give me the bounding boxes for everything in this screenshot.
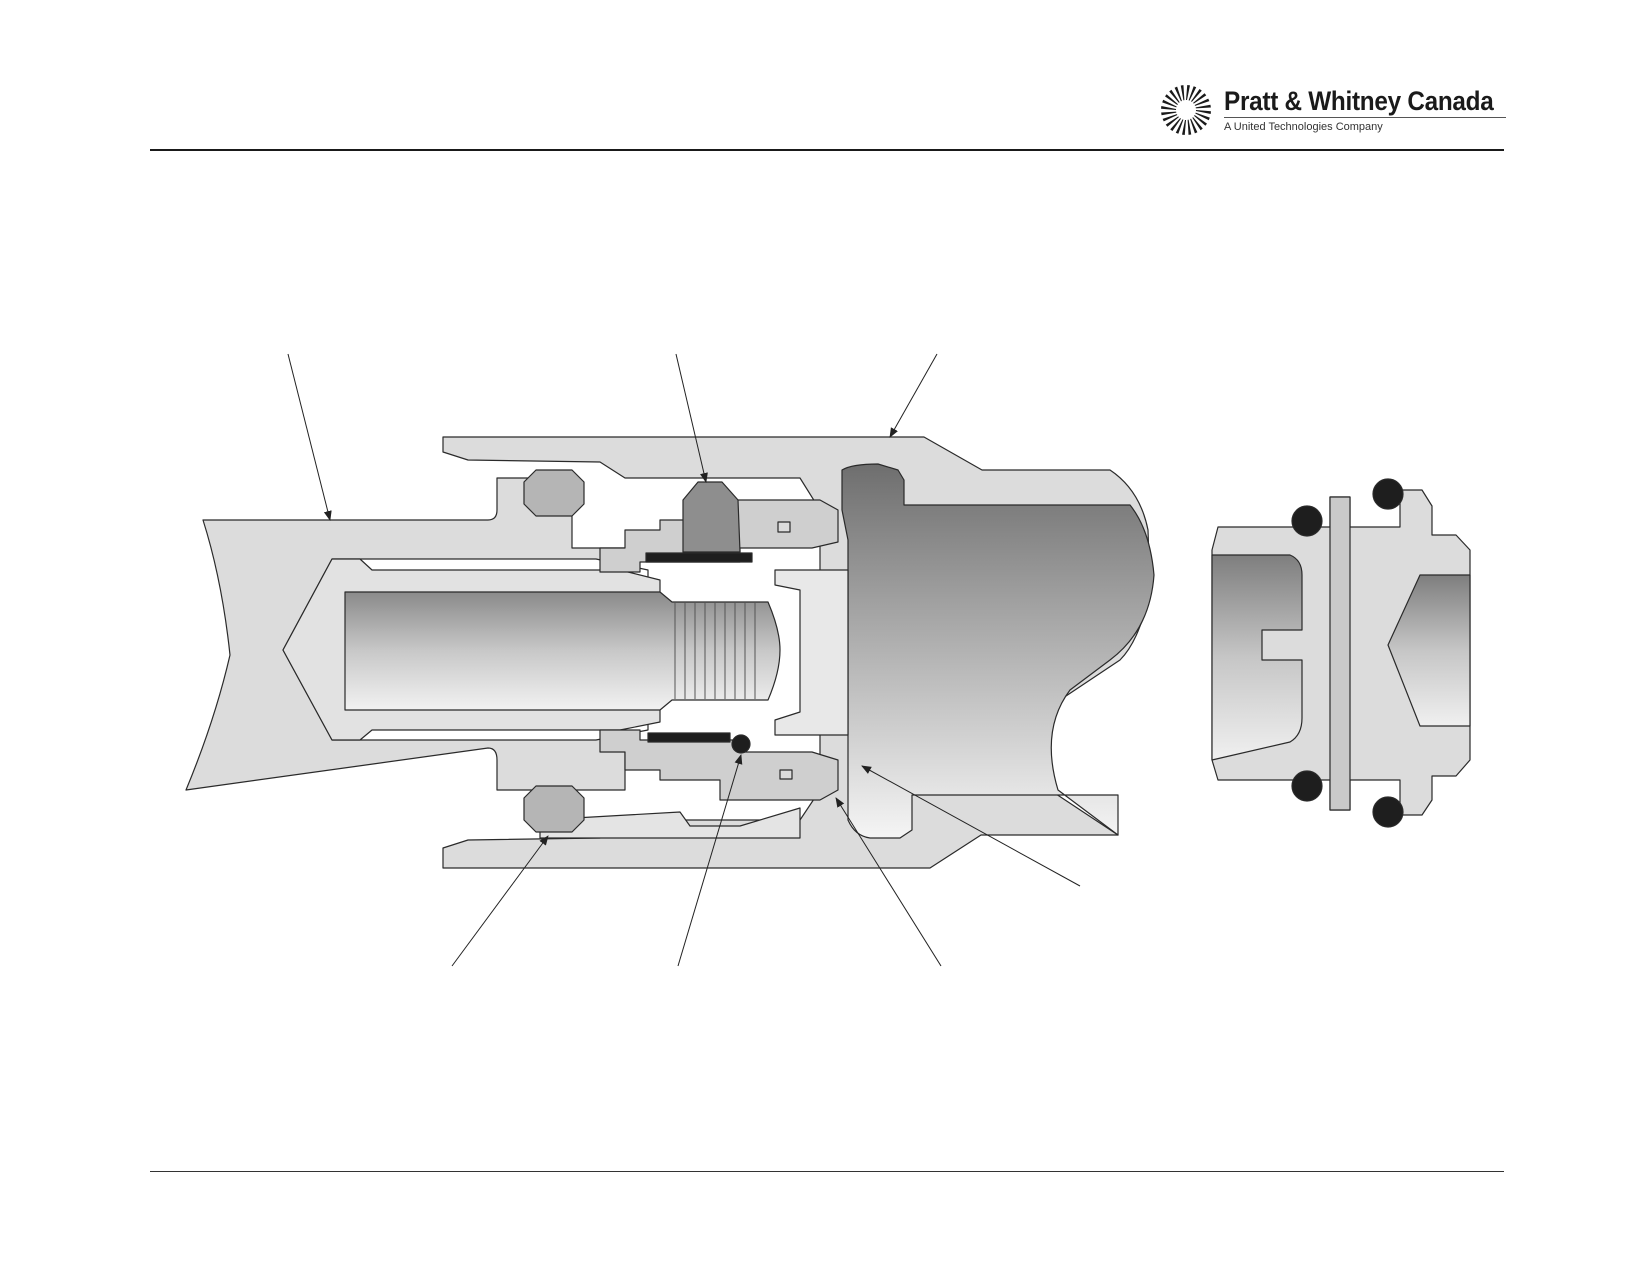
nozzle-collar: [774, 569, 849, 736]
logo-ray: [1195, 110, 1211, 114]
logo-ray: [1186, 85, 1190, 101]
logo-ray: [1191, 89, 1202, 102]
fitting-o-ring-bottom-right: [1372, 796, 1404, 828]
fitting-center-rib: [1329, 496, 1351, 811]
logo-ray: [1174, 86, 1182, 102]
outer-sleeve-lower: [539, 807, 801, 839]
logo-ray: [1170, 118, 1181, 131]
brand-logo: Pratt & Whitney Canada A United Technolo…: [1160, 84, 1506, 140]
upper-shim: [645, 552, 753, 563]
leader-line-packing: [451, 835, 549, 967]
logo-ray: [1190, 118, 1198, 134]
leader-lines: [287, 353, 1081, 967]
leader-line-housing: [889, 353, 938, 438]
nozzle-body: [841, 463, 1155, 839]
brand-name: Pratt & Whitney Canada: [1224, 86, 1494, 116]
clip-notch-upper: [777, 521, 791, 533]
fitting-o-ring-bottom-left: [1291, 770, 1323, 802]
logo-ray: [1187, 119, 1192, 135]
leader-line-clip: [835, 797, 942, 967]
logo-ray: [1195, 104, 1211, 109]
lower-packing-seal: [523, 785, 585, 833]
logo-ray: [1162, 114, 1178, 122]
logo-ray: [1180, 85, 1185, 101]
logo-ray: [1194, 115, 1207, 126]
logo-ray: [1192, 117, 1203, 131]
logo-ray: [1165, 116, 1179, 127]
fitting-outlet-cone: [1387, 574, 1471, 727]
leader-line-o-ring: [677, 754, 743, 967]
logo-ray: [1169, 89, 1180, 103]
fitting-o-ring-top-right: [1372, 478, 1404, 510]
logo-ray: [1165, 94, 1178, 105]
logo-ray: [1161, 106, 1177, 110]
logo-ray: [1162, 99, 1177, 108]
logo-ray: [1194, 98, 1210, 106]
logo-ray: [1193, 93, 1207, 104]
leader-line-nozzle: [861, 765, 1081, 887]
leader-line-tube: [287, 353, 332, 521]
logo-ray: [1175, 119, 1184, 134]
locking-key: [682, 481, 741, 553]
fitting-o-ring-top-left: [1291, 505, 1323, 537]
clip-notch-lower: [779, 769, 793, 780]
leader-line-key: [675, 353, 708, 483]
lower-shim: [647, 732, 731, 743]
header-rule: [150, 149, 1504, 151]
logo-ray: [1182, 119, 1186, 135]
bore-passage: [344, 591, 781, 711]
threaded-section: [674, 603, 756, 699]
footer-rule: [150, 1171, 1504, 1172]
logo-ray: [1188, 86, 1197, 101]
brand-divider: [1224, 117, 1506, 118]
upper-packing-seal: [523, 469, 585, 517]
fitting-cavity: [1211, 554, 1303, 761]
turbine-sunburst-icon: [1161, 85, 1211, 135]
logo-ray: [1195, 112, 1210, 121]
logo-ray: [1161, 111, 1177, 116]
small-o-ring: [731, 734, 751, 754]
brand-tagline: A United Technologies Company: [1224, 121, 1383, 133]
